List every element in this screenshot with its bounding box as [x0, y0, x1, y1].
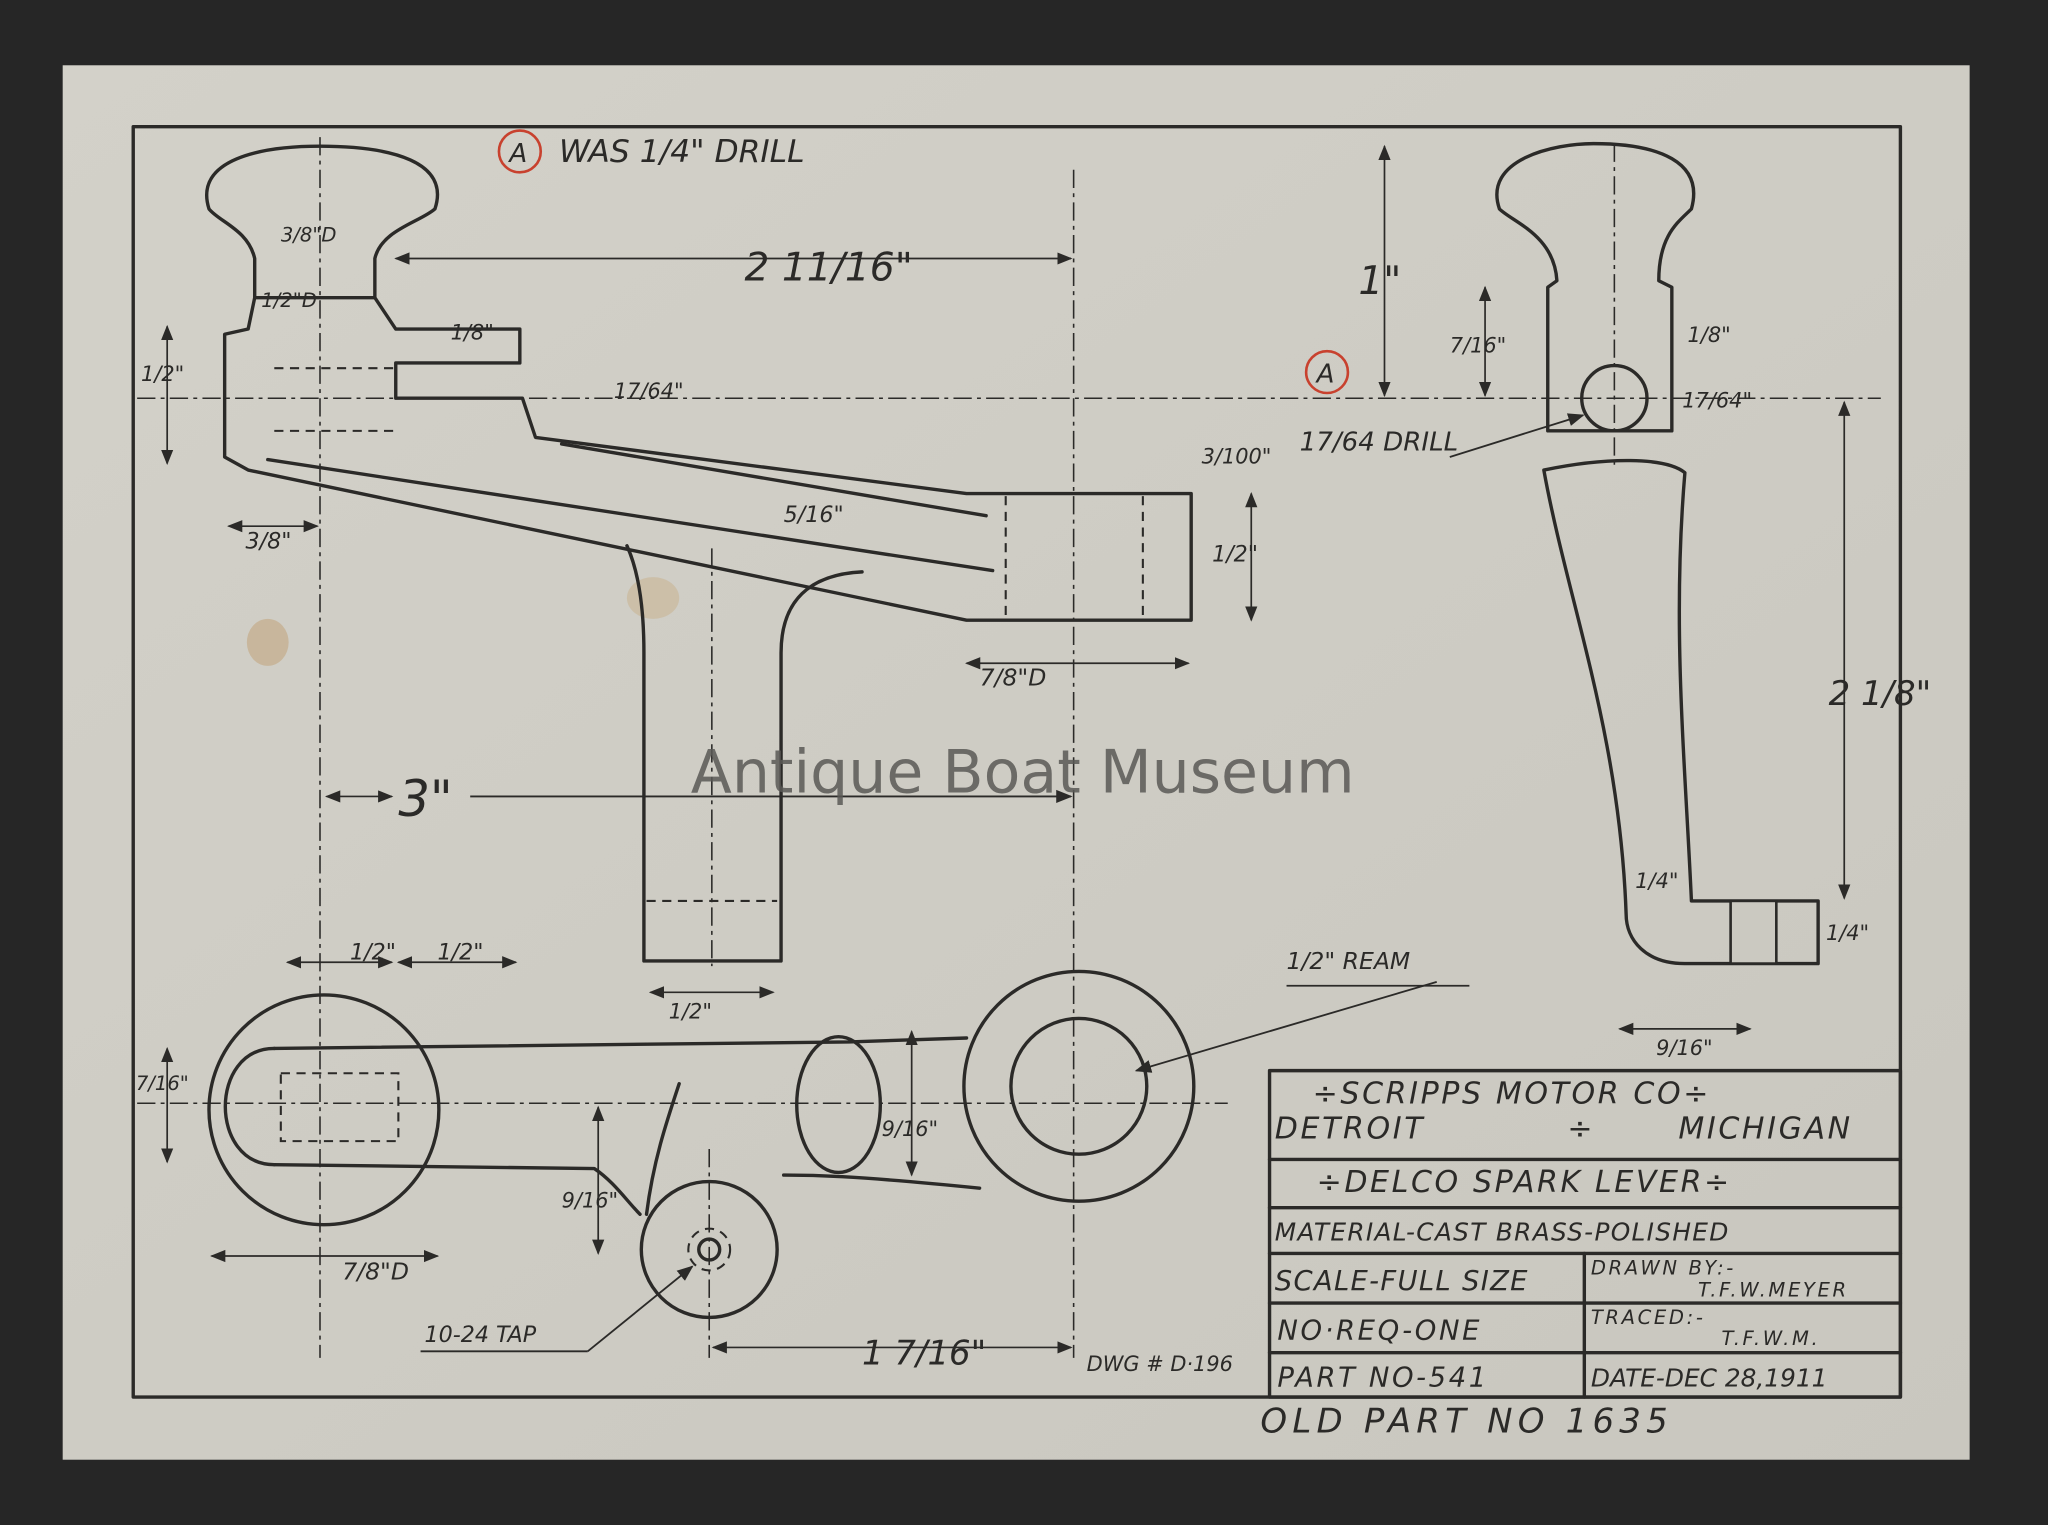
- drill-marker: A: [1315, 360, 1335, 390]
- drawing-date: DATE-DEC 28,1911: [1591, 1364, 1828, 1393]
- dim-right-2-1-8: 2 1/8": [1829, 674, 1932, 714]
- dim-arm-thick: 5/16": [784, 502, 844, 528]
- part-name: ÷DELCO SPARK LEVER÷: [1317, 1165, 1732, 1200]
- dim-knob-dia: 3/8"D: [281, 224, 337, 247]
- company-city: DETROIT: [1275, 1112, 1425, 1147]
- stain: [246, 618, 289, 666]
- dim-tab-thick: 1/8": [451, 320, 494, 344]
- dim-bottom-1-2b: 1/2": [438, 940, 484, 966]
- dim-right-1-4a: 1/4": [1635, 869, 1678, 893]
- number-required: NO·REQ-ONE: [1277, 1316, 1482, 1347]
- plan-view: [207, 969, 1196, 1320]
- old-part-number: OLD PART NO 1635: [1260, 1401, 1673, 1441]
- stain: [626, 577, 680, 619]
- dim-left-offset: 3/8": [246, 528, 292, 554]
- revision-note: WAS 1/4" DRILL: [559, 134, 805, 170]
- company-name: ÷SCRIPPS MOTOR CO÷: [1313, 1076, 1711, 1111]
- dim-right-17-64: 17/64": [1682, 388, 1752, 412]
- drawn-by: T.F.W.MEYER: [1698, 1279, 1849, 1302]
- dim-overall-3: 3": [398, 770, 452, 828]
- dim-right-7-16: 7/16": [1450, 334, 1506, 358]
- company-state: MICHIGAN: [1678, 1112, 1852, 1147]
- dim-boss-dia: 7/8"D: [980, 663, 1047, 691]
- dim-boss-depth: 3/100": [1202, 445, 1272, 469]
- watermark: Antique Boat Museum: [691, 738, 1355, 808]
- drill-marker-circle: [1304, 349, 1350, 395]
- material: MATERIAL-CAST BRASS-POLISHED: [1275, 1217, 1730, 1246]
- end-view: [1495, 141, 1820, 966]
- dim-hole-offset: 17/64": [614, 379, 684, 403]
- company-divider: ÷: [1567, 1112, 1595, 1147]
- drawing-border: [131, 124, 1903, 1399]
- dimension-lines: [161, 144, 1851, 1354]
- dim-bottom-7-8: 7/8"D: [342, 1258, 409, 1286]
- tap-note: 10-24 TAP: [424, 1322, 536, 1348]
- dim-neck-dia: 1/2"D: [261, 289, 317, 312]
- drill-note: 17/64 DRILL: [1300, 427, 1459, 457]
- dim-bottom-1-7-16: 1 7/16": [862, 1333, 986, 1373]
- dim-right-9-16: 9/16": [1656, 1036, 1712, 1060]
- dimension-labels: 3/8"D 1/2"D 2 11/16" 1/8" 17/64" 1/2" 3/…: [136, 224, 1931, 1376]
- ream-note: 1/2" REAM: [1287, 947, 1411, 975]
- traced-label: TRACED:-: [1591, 1306, 1706, 1329]
- title-block: ÷SCRIPPS MOTOR CO÷ DETROIT ÷ MICHIGAN ÷D…: [1267, 1068, 1903, 1399]
- revision-marker: A: [507, 139, 527, 169]
- dim-handle-width: 1/2": [669, 999, 712, 1023]
- dim-bottom-9-16b: 9/16": [562, 1189, 618, 1213]
- dim-bottom-9-16a: 9/16": [882, 1117, 938, 1141]
- part-number: PART NO-541: [1277, 1363, 1488, 1394]
- traced-by: T.F.W.M.: [1721, 1327, 1820, 1350]
- scale: SCALE-FULL SIZE: [1275, 1266, 1529, 1297]
- side-view: [205, 144, 1193, 963]
- drawing-number: DWG # D·196: [1087, 1352, 1233, 1376]
- drawn-by-label: DRAWN BY:-: [1591, 1256, 1736, 1279]
- dim-bottom-1-2a: 1/2": [350, 940, 396, 966]
- centerlines: [137, 137, 1881, 1358]
- dim-right-1-4b: 1/4": [1826, 921, 1869, 945]
- dim-length-top: 2 11/16": [744, 246, 912, 291]
- dim-right-1-8: 1/8": [1688, 323, 1731, 347]
- dim-left-height: 1/2": [141, 362, 184, 386]
- paper-sheet: [62, 65, 1970, 1460]
- dim-right-1: 1": [1358, 259, 1401, 304]
- revision-marker-circle: [497, 129, 543, 174]
- dim-boss-height: 1/2": [1212, 541, 1258, 567]
- dim-bottom-7-16: 7/16": [136, 1072, 189, 1095]
